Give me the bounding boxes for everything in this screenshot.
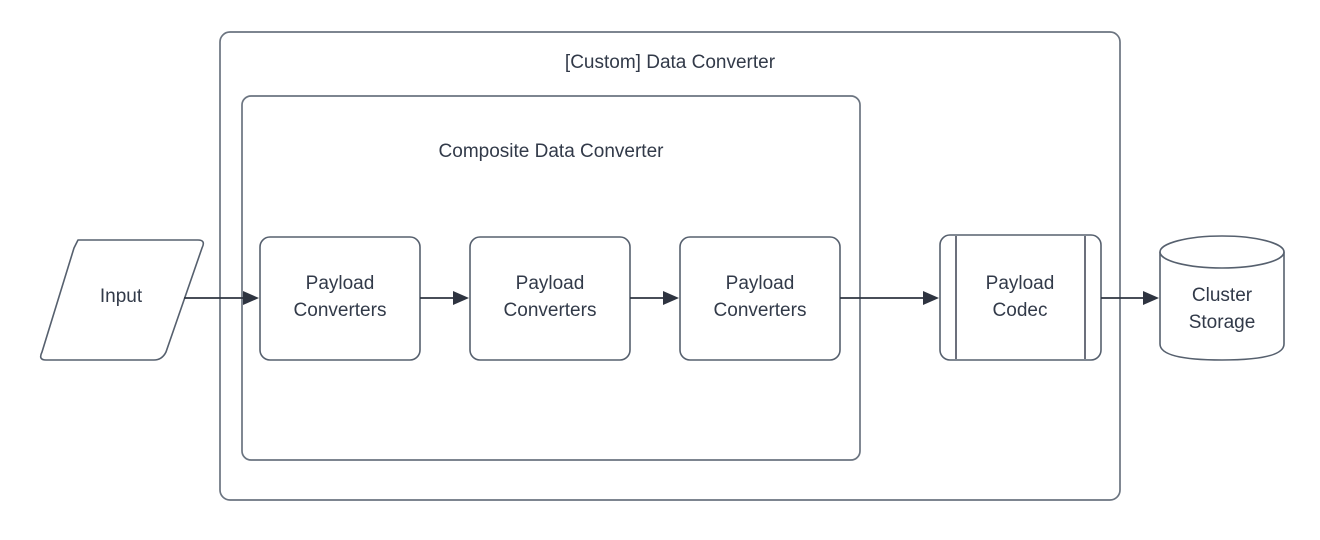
custom-data-converter-title: [Custom] Data Converter <box>565 52 776 73</box>
payload-codec-shape[interactable] <box>939 234 1102 361</box>
connector-payload-converters-2-to-3[interactable] <box>630 291 679 305</box>
connector-codec-to-storage-arrowhead <box>1143 291 1159 305</box>
node-payload-codec[interactable]: Payload Codec <box>939 234 1102 361</box>
connector-codec-to-cluster-storage[interactable] <box>1101 291 1159 305</box>
cluster-storage-label-line1: Cluster <box>1192 285 1253 306</box>
input-parallelogram-shape[interactable] <box>39 239 205 361</box>
connector-payload-converters-1-to-2[interactable] <box>420 291 469 305</box>
node-payload-converters-1[interactable]: Payload Converters <box>259 236 421 361</box>
connector-input-to-pc1-arrowhead <box>243 291 259 305</box>
payload-converters-2-label-line2: Converters <box>504 300 597 321</box>
payload-converters-3-shape[interactable] <box>679 236 841 361</box>
composite-data-converter-title: Composite Data Converter <box>439 141 665 162</box>
connector-pc2-to-pc3-arrowhead <box>663 291 679 305</box>
payload-converters-3-label-line1: Payload <box>726 273 795 294</box>
node-payload-converters-3[interactable]: Payload Converters <box>679 236 841 361</box>
connector-input-to-payload-converters-1[interactable] <box>184 291 259 305</box>
payload-converters-2-shape[interactable] <box>469 236 631 361</box>
cluster-storage-body[interactable] <box>1159 251 1285 361</box>
connector-pc1-to-pc2-arrowhead <box>453 291 469 305</box>
payload-codec-label-line2: Codec <box>993 300 1048 321</box>
cluster-storage-label-line2: Storage <box>1189 312 1256 333</box>
node-input[interactable]: Input <box>39 239 205 361</box>
payload-converters-1-label-line1: Payload <box>306 273 375 294</box>
payload-codec-label-line1: Payload <box>986 273 1055 294</box>
payload-converters-3-label-line2: Converters <box>714 300 807 321</box>
payload-converters-1-shape[interactable] <box>259 236 421 361</box>
input-label: Input <box>100 286 143 307</box>
cluster-storage-top-ellipse <box>1159 235 1285 269</box>
node-payload-converters-2[interactable]: Payload Converters <box>469 236 631 361</box>
connector-pc3-to-codec-arrowhead <box>923 291 939 305</box>
node-cluster-storage[interactable]: Cluster Storage <box>1159 235 1285 361</box>
payload-converters-1-label-line2: Converters <box>294 300 387 321</box>
connector-payload-converters-3-to-codec[interactable] <box>840 291 939 305</box>
payload-converters-2-label-line1: Payload <box>516 273 585 294</box>
